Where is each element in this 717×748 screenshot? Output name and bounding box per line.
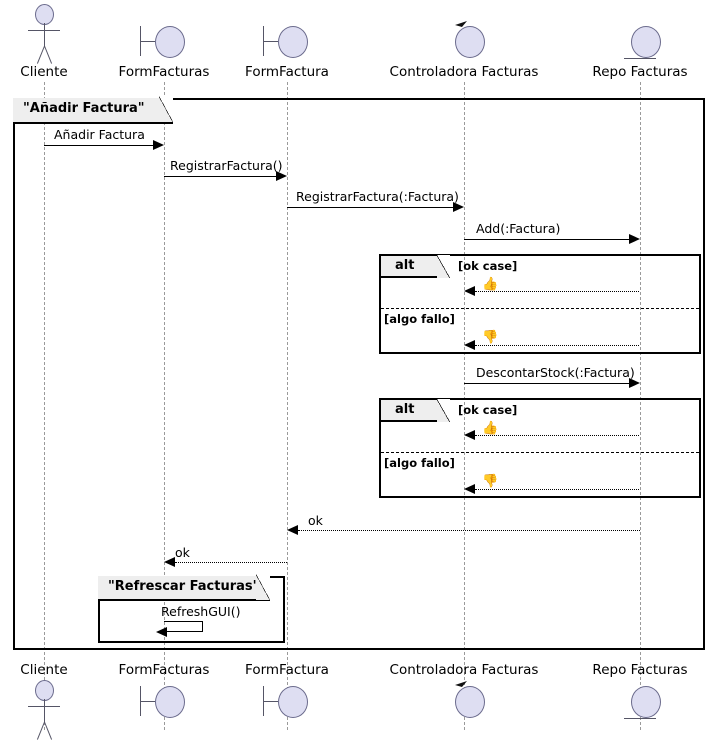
lifeline-controladora	[464, 82, 465, 730]
participant-label: Repo Facturas	[592, 64, 688, 80]
participant-label: FormFacturas	[118, 662, 210, 678]
message-line-m8	[475, 435, 639, 436]
alt-operator-label: alt	[395, 402, 415, 417]
alt-operator-label: alt	[395, 258, 415, 273]
alt-notch-icon	[437, 399, 450, 422]
control-icon	[374, 678, 554, 724]
lifeline-formfacturas	[164, 82, 165, 730]
thumbs-down-icon-2: 👎	[482, 474, 499, 489]
participant-label: Cliente	[20, 662, 68, 678]
alt-guard-ok-case-2: [ok case]	[458, 403, 518, 417]
frame-notch-icon	[159, 96, 173, 122]
message-line-m11	[175, 562, 287, 563]
frame-label: "Añadir Factura"	[23, 101, 145, 116]
arrowhead-m12	[156, 627, 167, 637]
participant-controladora-top[interactable]: Controladora Facturas	[374, 18, 554, 80]
participant-label: Controladora Facturas	[389, 64, 539, 80]
participant-label: Repo Facturas	[592, 662, 688, 678]
arrowhead-m1	[153, 140, 164, 150]
message-label-m2: RegistrarFactura()	[170, 158, 283, 173]
participant-formfacturas-bottom[interactable]: FormFacturas	[94, 662, 234, 724]
lifeline-cliente	[44, 82, 45, 730]
arrowhead-m7	[629, 378, 640, 388]
participant-formfactura-top[interactable]: FormFactura	[217, 18, 357, 80]
frame-anadir-factura	[13, 98, 705, 650]
boundary-icon	[94, 678, 234, 724]
arrowhead-m6	[464, 340, 475, 350]
participant-label: Cliente	[20, 64, 68, 80]
boundary-icon	[217, 18, 357, 64]
participant-label: FormFactura	[245, 662, 329, 678]
frame-label: "Refrescar Facturas"	[108, 579, 260, 594]
alt-divider-2	[381, 452, 699, 453]
alt-guard-algo-fallo-1: [algo fallo]	[384, 312, 455, 326]
alt-notch-icon	[437, 255, 450, 278]
alt-operator-tab-2: alt	[381, 399, 450, 422]
message-line-m1	[44, 145, 153, 146]
message-line-m9	[475, 489, 639, 490]
entity-icon	[570, 678, 710, 724]
boundary-icon	[94, 18, 234, 64]
alt-block-descontar	[379, 398, 701, 498]
participant-label: Controladora Facturas	[389, 662, 539, 678]
arrowhead-m3	[453, 202, 464, 212]
participant-cliente-top[interactable]: Cliente	[0, 2, 94, 80]
message-label-m11: ok	[175, 545, 190, 560]
message-line-m4	[464, 239, 629, 240]
frame-anadir-factura-label-tab: "Añadir Factura"	[13, 96, 173, 124]
control-icon	[374, 18, 554, 64]
frame-notch-icon	[256, 574, 270, 600]
message-line-m2	[164, 176, 276, 177]
arrowhead-m2	[276, 171, 287, 181]
participant-repo-top[interactable]: Repo Facturas	[570, 18, 710, 80]
arrowhead-m4	[629, 234, 640, 244]
thumbs-down-icon-1: 👎	[482, 330, 499, 345]
lifeline-formfactura	[287, 82, 288, 730]
participant-formfactura-bottom[interactable]: FormFactura	[217, 662, 357, 724]
participant-label: FormFacturas	[118, 64, 210, 80]
alt-operator-tab-1: alt	[381, 255, 450, 278]
message-label-m10: ok	[308, 513, 323, 528]
message-label-m1: Añadir Factura	[54, 127, 145, 142]
message-line-m7	[464, 383, 629, 384]
self-message-box-m12	[164, 621, 203, 632]
message-label-m4: Add(:Factura)	[476, 221, 561, 236]
message-label-m3: RegistrarFactura(:Factura)	[296, 189, 459, 204]
frame-refrescar-facturas-label-tab: "Refrescar Facturas"	[98, 574, 270, 601]
lifeline-repo	[640, 82, 641, 730]
boundary-icon	[217, 678, 357, 724]
arrowhead-m11	[164, 557, 175, 567]
actor-stick-figure-icon	[0, 678, 94, 740]
alt-guard-algo-fallo-2: [algo fallo]	[384, 456, 455, 470]
thumbs-up-icon-2: 👍	[482, 421, 499, 436]
arrowhead-m8	[464, 430, 475, 440]
thumbs-up-icon-1: 👍	[482, 277, 499, 292]
participant-controladora-bottom[interactable]: Controladora Facturas	[374, 662, 554, 724]
message-line-m3	[287, 207, 453, 208]
message-line-m10	[298, 530, 640, 531]
participant-label: FormFactura	[245, 64, 329, 80]
alt-block-add	[379, 254, 701, 354]
alt-divider-1	[381, 308, 699, 309]
actor-stick-figure-icon	[0, 2, 94, 64]
arrowhead-m9	[464, 484, 475, 494]
message-line-m5	[475, 291, 639, 292]
message-label-m7: DescontarStock(:Factura)	[476, 365, 635, 380]
message-line-m6	[475, 345, 639, 346]
arrowhead-m10	[287, 525, 298, 535]
arrowhead-m5	[464, 286, 475, 296]
entity-icon	[570, 18, 710, 64]
participant-formfacturas-top[interactable]: FormFacturas	[94, 18, 234, 80]
participant-repo-bottom[interactable]: Repo Facturas	[570, 662, 710, 724]
participant-cliente-bottom[interactable]: Cliente	[0, 662, 94, 740]
alt-guard-ok-case-1: [ok case]	[458, 259, 518, 273]
message-label-m12: RefreshGUI()	[161, 604, 241, 619]
